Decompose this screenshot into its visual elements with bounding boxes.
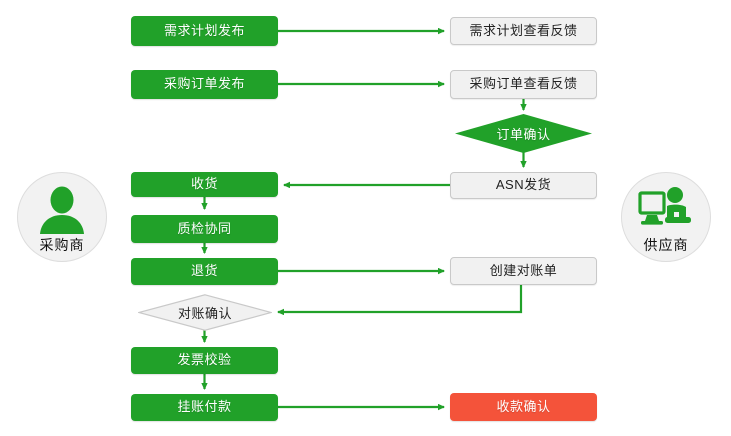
node-statement-confirm-label: 对账确认 <box>177 306 232 321</box>
node-order-confirm[interactable]: 订单确认 <box>455 114 592 153</box>
node-statement-confirm[interactable]: 对账确认 <box>138 294 272 331</box>
node-receive-goods[interactable]: 收货 <box>131 172 278 197</box>
actor-buyer-label: 采购商 <box>39 237 85 253</box>
person-icon <box>40 186 84 234</box>
diamond-shape-green <box>455 114 592 153</box>
actor-supplier-label: 供应商 <box>643 237 689 253</box>
node-payable-payment[interactable]: 挂账付款 <box>131 394 278 421</box>
node-asn-ship[interactable]: ASN发货 <box>450 172 597 199</box>
node-order-confirm-label: 订单确认 <box>496 127 551 142</box>
node-create-statement[interactable]: 创建对账单 <box>450 257 597 285</box>
node-receipt-confirm[interactable]: 收款确认 <box>450 393 597 421</box>
node-po-feedback[interactable]: 采购订单查看反馈 <box>450 70 597 99</box>
actor-buyer[interactable]: 采购商 <box>17 172 107 262</box>
node-po-publish[interactable]: 采购订单发布 <box>131 70 278 99</box>
node-invoice-verify[interactable]: 发票校验 <box>131 347 278 374</box>
node-demand-plan-publish[interactable]: 需求计划发布 <box>131 16 278 46</box>
person-computer-icon <box>638 187 691 225</box>
node-demand-plan-feedback[interactable]: 需求计划查看反馈 <box>450 17 597 45</box>
actor-supplier[interactable]: 供应商 <box>621 172 711 262</box>
diamond-shape-grey <box>138 294 272 331</box>
node-return-goods[interactable]: 退货 <box>131 258 278 285</box>
node-quality-collab[interactable]: 质检协同 <box>131 215 278 243</box>
edge-statement-to-confirm <box>277 285 523 316</box>
